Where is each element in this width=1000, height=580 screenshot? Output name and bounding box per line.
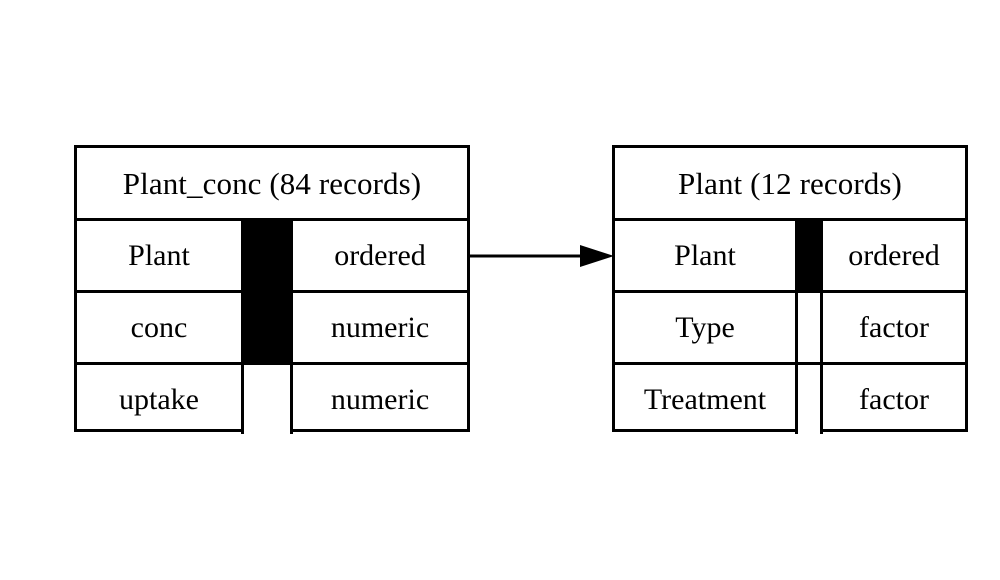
field-type-cell: numeric [293, 365, 467, 434]
field-name-cell: Type [615, 293, 798, 362]
field-name-cell: Treatment [615, 365, 798, 434]
field-type-cell: ordered [293, 221, 467, 290]
field-name-cell: conc [77, 293, 244, 362]
entity-header-plant-conc: Plant_conc (84 records) [77, 148, 467, 221]
table-row[interactable]: Plant ordered [77, 221, 467, 293]
entity-title: Plant (12 records) [678, 165, 902, 201]
key-marker-cell [798, 293, 823, 362]
field-type-text: factor [859, 382, 929, 416]
field-type-text: factor [859, 310, 929, 344]
field-name-text: Type [675, 310, 735, 344]
field-name-text: Plant [674, 238, 736, 272]
field-type-cell: ordered [823, 221, 965, 290]
field-name-cell: Plant [615, 221, 798, 290]
table-row[interactable]: uptake numeric [77, 365, 467, 434]
key-marker-cell [244, 221, 293, 290]
key-marker-cell [798, 365, 823, 434]
field-name-text: conc [130, 310, 188, 344]
key-marker-cell [798, 221, 823, 290]
table-row[interactable]: conc numeric [77, 293, 467, 365]
field-type-text: ordered [848, 238, 940, 272]
key-marker-cell [244, 365, 293, 434]
arrowhead-icon [580, 245, 614, 267]
relationship-arrow [470, 245, 614, 267]
field-name-text: Plant [128, 238, 190, 272]
field-name-cell: Plant [77, 221, 244, 290]
entity-table-plant[interactable]: Plant (12 records) Plant ordered Type fa… [612, 145, 968, 434]
entity-title: Plant_conc (84 records) [122, 165, 422, 201]
field-type-text: ordered [334, 238, 426, 272]
table-row[interactable]: Plant ordered [615, 221, 965, 293]
field-type-cell: factor [823, 365, 965, 434]
key-marker-cell [244, 293, 293, 362]
field-type-cell: numeric [293, 293, 467, 362]
entity-table-plant-conc[interactable]: Plant_conc (84 records) Plant ordered co… [74, 145, 470, 434]
field-type-cell: factor [823, 293, 965, 362]
field-name-text: Treatment [643, 382, 767, 416]
entity-header-plant: Plant (12 records) [615, 148, 965, 221]
field-name-cell: uptake [77, 365, 244, 434]
table-row[interactable]: Treatment factor [615, 365, 965, 434]
table-row[interactable]: Type factor [615, 293, 965, 365]
field-name-text: uptake [119, 382, 199, 416]
field-type-text: numeric [330, 382, 430, 416]
field-type-text: numeric [330, 310, 430, 344]
